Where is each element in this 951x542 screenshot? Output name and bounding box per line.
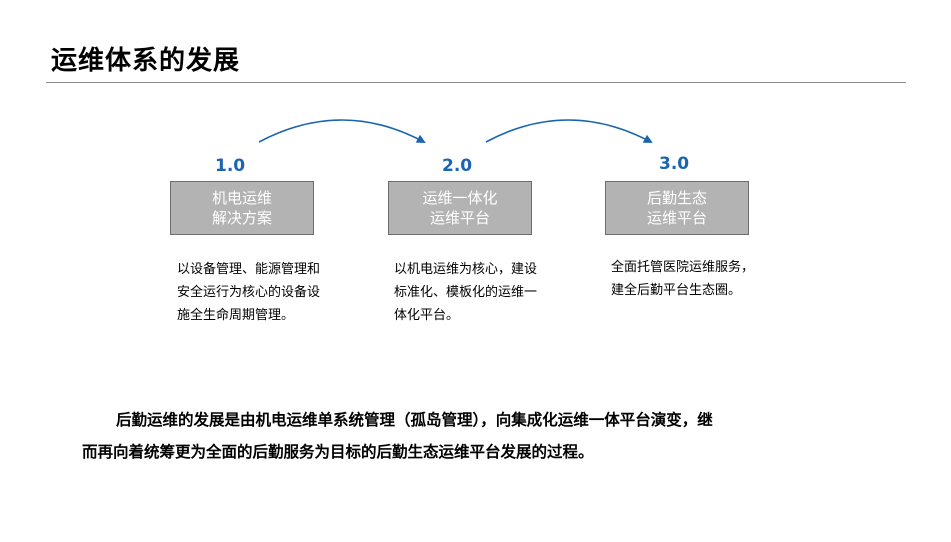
stage-desc-3: 全面托管医院运维服务， 建全后勤平台生态圈。: [611, 256, 796, 302]
stage-box-3: 后勤生态 运维平台: [605, 181, 749, 235]
stage-desc-2: 以机电运维为核心，建设 标准化、模板化的运维一 体化平台。: [394, 258, 579, 327]
arrow-2-to-3: [485, 119, 653, 143]
summary-line-1: 后勤运维的发展是由机电运维单系统管理（孤岛管理），向集成化运维一体平台演变，继: [116, 411, 713, 429]
stage-box-2-line-1: 运维一体化: [422, 189, 498, 207]
version-label-1: 1.0: [215, 156, 246, 176]
stage-desc-2-line-1: 以机电运维为核心，建设: [394, 262, 538, 277]
stage-box-3-line-1: 后勤生态: [646, 189, 707, 207]
arrow-1-to-2: [258, 119, 426, 143]
stage-desc-2-line-3: 体化平台。: [394, 308, 460, 323]
stage-desc-1-line-2: 安全运行为核心的设备设: [177, 285, 321, 300]
stage-box-1-line-2: 解决方案: [211, 209, 272, 227]
stage-box-1-line-1: 机电运维: [211, 189, 272, 207]
stage-desc-3-line-2: 建全后勤平台生态圈。: [611, 283, 742, 298]
stage-desc-2-line-2: 标准化、模板化的运维一: [394, 285, 538, 300]
version-label-2: 2.0: [442, 156, 473, 176]
summary-line-2: 而再向着统筹更为全面的后勤服务为目标的后勤生态运维平台发展的过程。: [82, 443, 594, 461]
stage-box-1: 机电运维 解决方案: [170, 181, 314, 235]
stage-box-3-line-2: 运维平台: [646, 209, 707, 227]
stage-box-2: 运维一体化 运维平台: [388, 181, 532, 235]
stage-desc-1-line-3: 施全生命周期管理。: [177, 308, 295, 323]
summary-paragraph: 后勤运维的发展是由机电运维单系统管理（孤岛管理），向集成化运维一体平台演变，继 …: [82, 404, 882, 468]
page-title: 运维体系的发展: [51, 46, 241, 76]
stage-desc-1-line-1: 以设备管理、能源管理和: [177, 262, 321, 277]
title-divider: [46, 82, 906, 83]
version-label-3: 3.0: [659, 154, 690, 174]
stage-desc-1: 以设备管理、能源管理和 安全运行为核心的设备设 施全生命周期管理。: [177, 258, 362, 327]
stage-desc-3-line-1: 全面托管医院运维服务，: [611, 260, 755, 275]
stage-box-2-line-2: 运维平台: [429, 209, 490, 227]
